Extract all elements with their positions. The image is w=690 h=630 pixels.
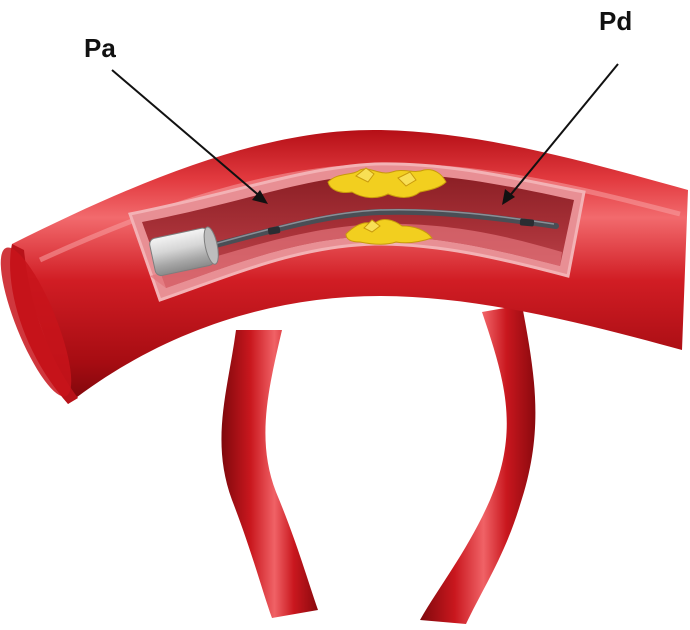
distal-sensor xyxy=(520,218,535,226)
pd-label: Pd xyxy=(599,6,632,36)
left-branch-vessel xyxy=(221,330,318,618)
pa-label: Pa xyxy=(84,33,116,63)
right-branch-vessel xyxy=(420,305,535,624)
